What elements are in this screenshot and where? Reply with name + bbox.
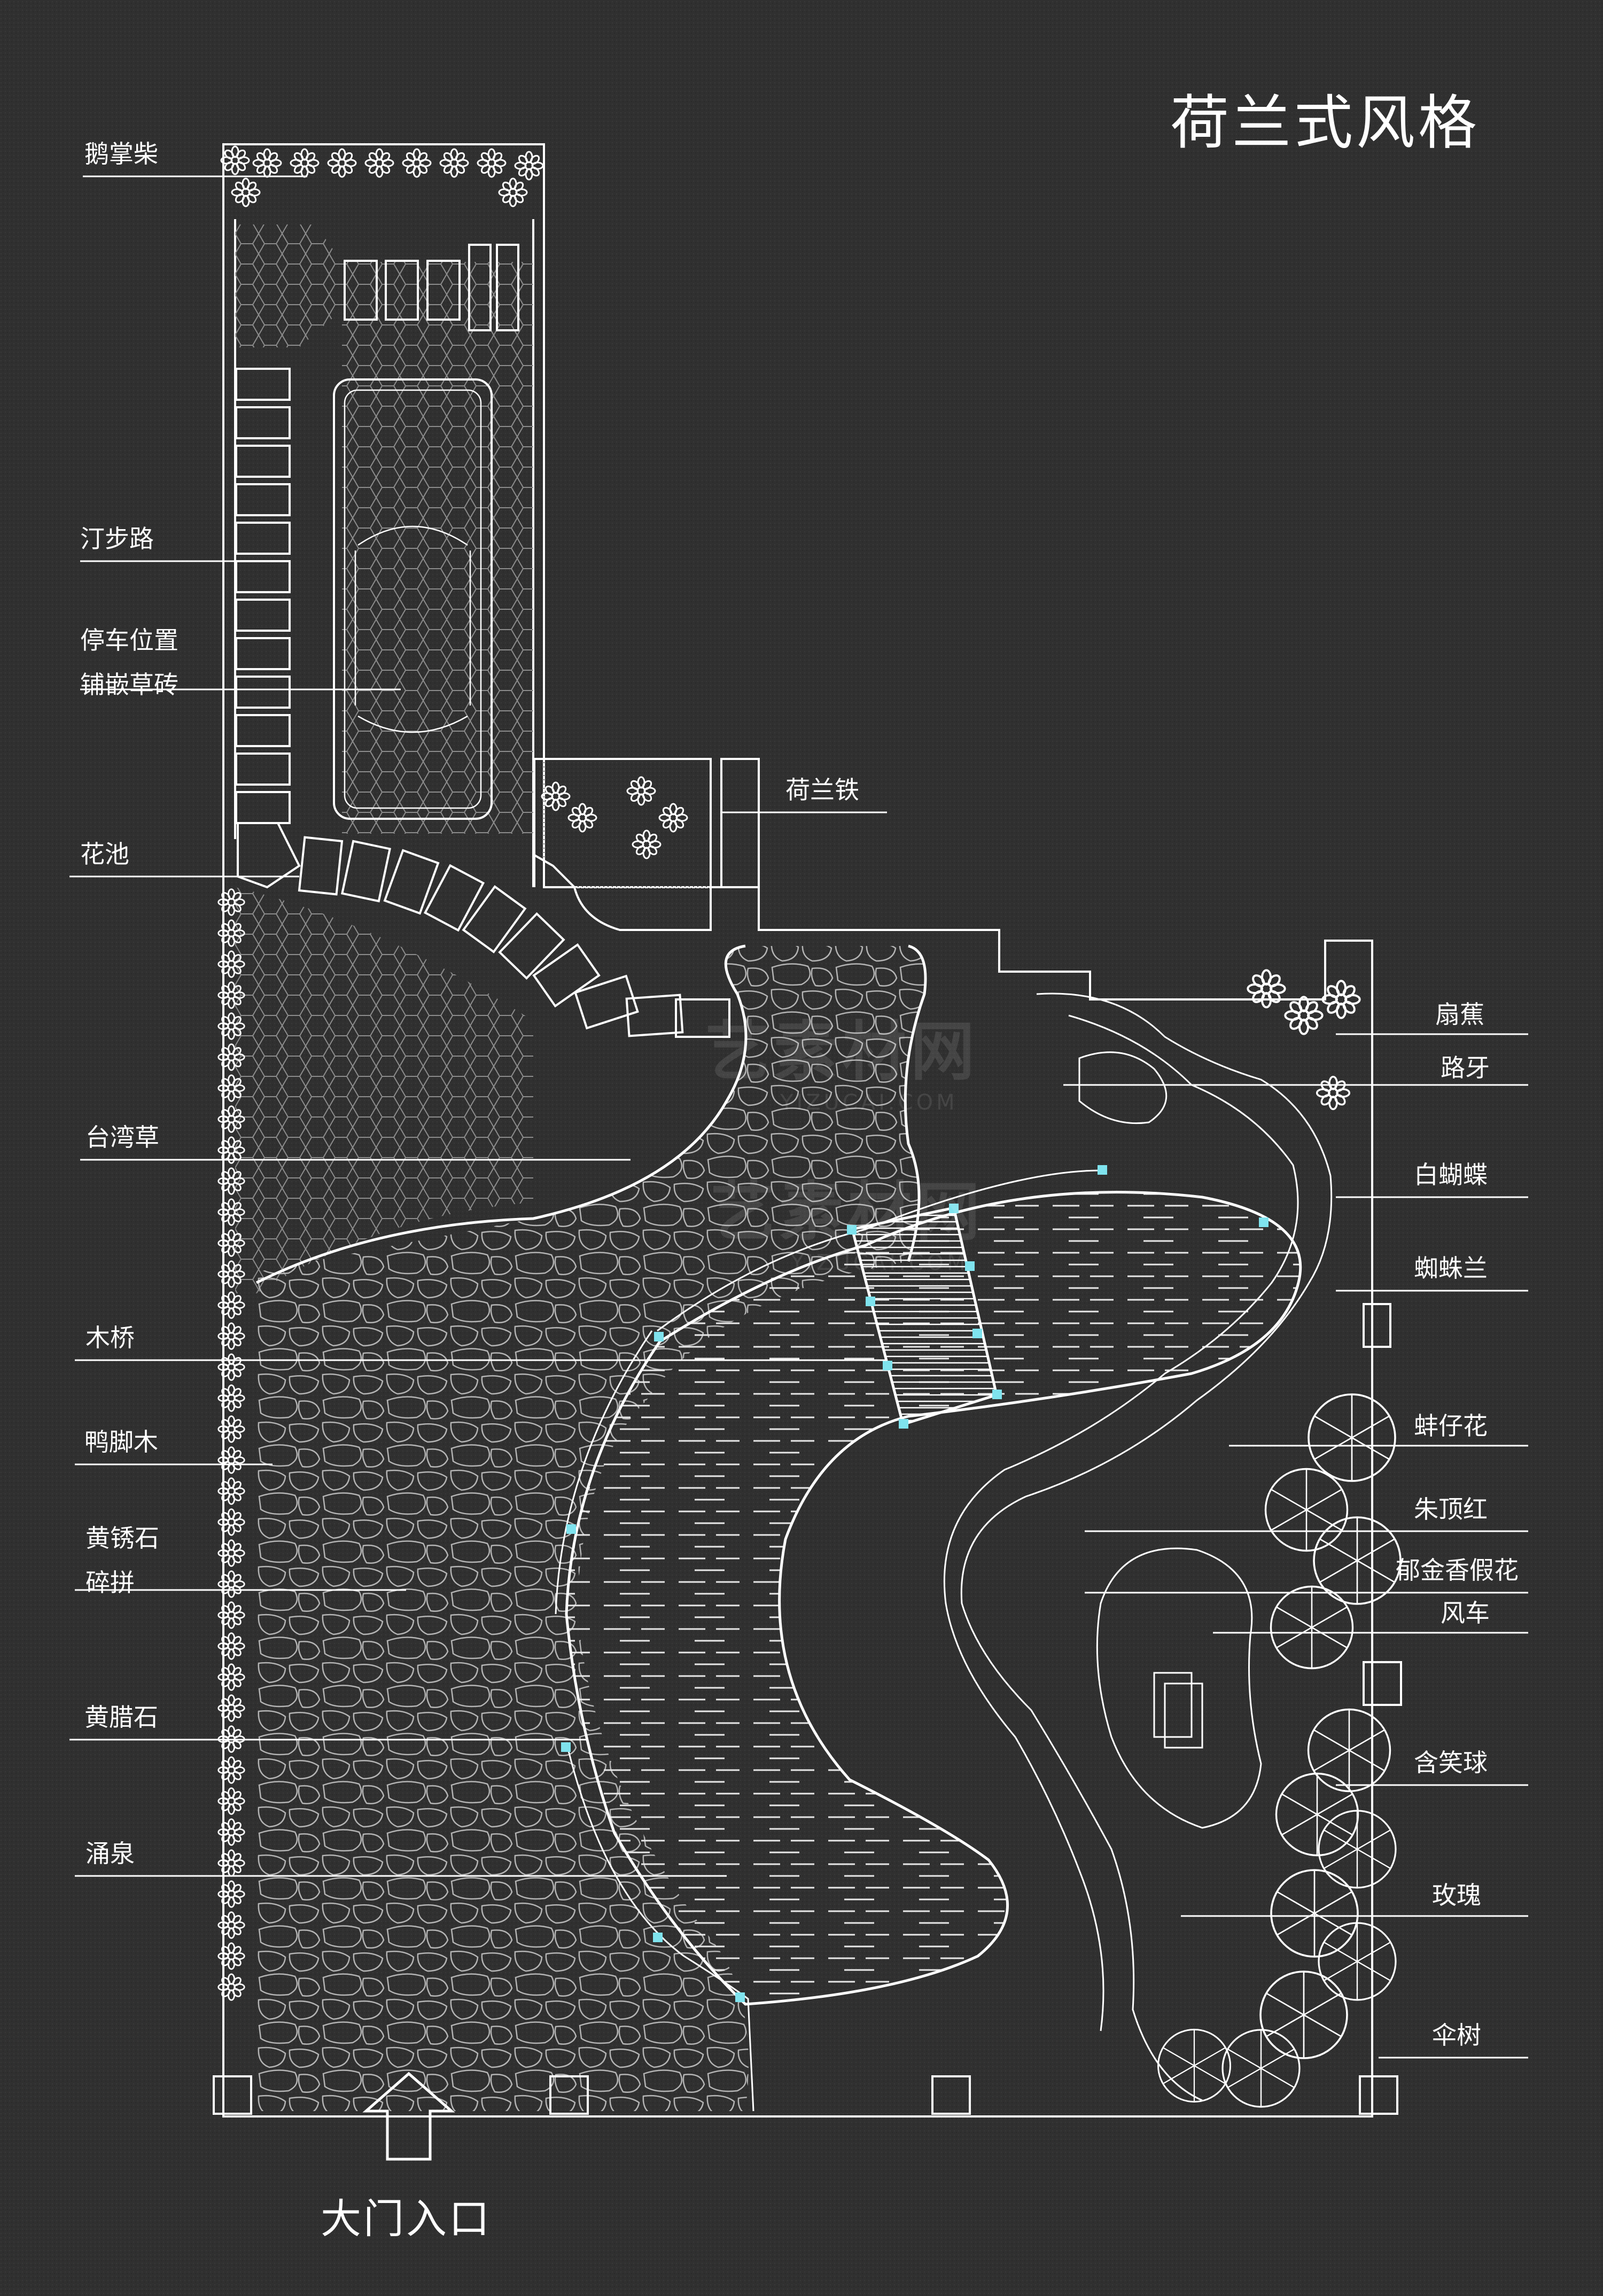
label-right: 蚌仔花: [1414, 1411, 1488, 1440]
label-left: 涌泉: [85, 1839, 135, 1868]
wooden-bridge: [561, 1165, 1269, 2002]
label-left: 铺嵌草砖: [80, 670, 178, 699]
watermark-sub: YIZUCAI.COM: [791, 1251, 969, 1275]
stone-path: [255, 944, 927, 2111]
label-left: 碎拼: [85, 1568, 135, 1597]
label-left: 台湾草: [85, 1123, 159, 1152]
label-left: 鸭脚木: [84, 1428, 158, 1456]
label-right: 伞树: [1432, 2021, 1481, 2050]
label-left: 停车位置: [80, 626, 178, 655]
lawn-hex-paving: [235, 887, 533, 1293]
label-right: 路牙: [1441, 1053, 1490, 1082]
label-right: 扇蕉: [1435, 1000, 1484, 1029]
fence-posts: [213, 1303, 1402, 2115]
page-title: 荷兰式风格: [1170, 89, 1480, 157]
label-left: 鹅掌柴: [84, 139, 158, 168]
label-right: 含笑球: [1414, 1748, 1488, 1777]
label-left: 木桥: [85, 1323, 135, 1352]
entrance-arrow: [362, 2072, 455, 2161]
leader-lines: [69, 175, 1528, 2059]
entrance-label: 大门入口: [321, 2195, 492, 2243]
flower-bed: [533, 758, 760, 931]
label-right: 风车: [1441, 1599, 1490, 1627]
label-right: 荷兰铁: [785, 775, 859, 804]
watermark: 艺素材网: [711, 1175, 984, 1250]
label-right: 玫瑰: [1432, 1881, 1481, 1910]
label-right: 白蝴蝶: [1414, 1160, 1488, 1189]
stepping-stones: [235, 244, 730, 1038]
planting-beds: [943, 992, 1333, 2101]
label-left: 汀步路: [80, 524, 154, 553]
label-left: 花池: [80, 840, 129, 868]
label-left: 黄锈石: [85, 1524, 159, 1553]
label-right: 郁金香假花: [1396, 1556, 1519, 1585]
label-left: 黄腊石: [84, 1703, 158, 1732]
parking-area: [235, 224, 533, 834]
label-right: 蜘蛛兰: [1414, 1254, 1488, 1283]
watermark: 艺素材网: [705, 1015, 979, 1089]
watermark-sub: YIZUCAI.COM: [780, 1090, 958, 1115]
label-right: 朱顶红: [1414, 1495, 1488, 1524]
